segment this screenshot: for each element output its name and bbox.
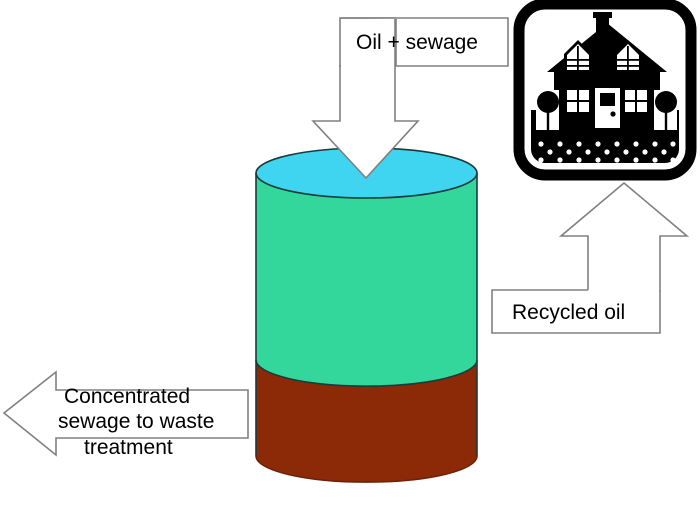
tank-bottom-layer (256, 360, 477, 483)
house-window-lower-right-mullion-h (625, 100, 647, 102)
house-chimney (596, 14, 609, 36)
house-door-window (600, 93, 615, 106)
house-tree-left-trunk (546, 102, 550, 130)
house-window-lower-left-mullion-h (567, 100, 589, 102)
house-ground-dots (538, 141, 676, 163)
tank-middle-layer (256, 173, 477, 387)
inflow-callout-box (341, 17, 509, 67)
waste-label-line-1: Concentrated (64, 385, 191, 408)
house-chimney-cap (593, 12, 612, 18)
tank-layer-boundary (255, 359, 478, 387)
oil-sewage-label: Oil + sewage (356, 31, 478, 54)
house-icon-group (513, 0, 697, 181)
left-arrow-shape (2, 370, 249, 457)
recycled-callout-box (491, 289, 661, 334)
house-window-upper-right-mullion-h (617, 59, 639, 61)
house-window-upper-left-mullion-v (577, 46, 579, 70)
house-tree-right-trunk (664, 102, 668, 130)
house-window-upper-left-mullion-h2 (567, 65, 589, 67)
tank-bottom-edge (255, 455, 478, 483)
waste-label-line-2: sewage to waste (58, 410, 215, 433)
down-arrow-shape (311, 17, 420, 180)
house-icon-frame (513, 0, 697, 181)
house-window-upper-right-mullion-v (627, 46, 629, 70)
recycled-oil-label: Recycled oil (512, 301, 626, 324)
house-window-upper-right-mullion-h2 (617, 65, 639, 67)
house-window-upper-left-mullion-h (567, 59, 589, 61)
waste-label-line-3: treatment (84, 436, 173, 459)
up-arrow-shape (558, 181, 690, 292)
house-door-knob (610, 111, 616, 117)
